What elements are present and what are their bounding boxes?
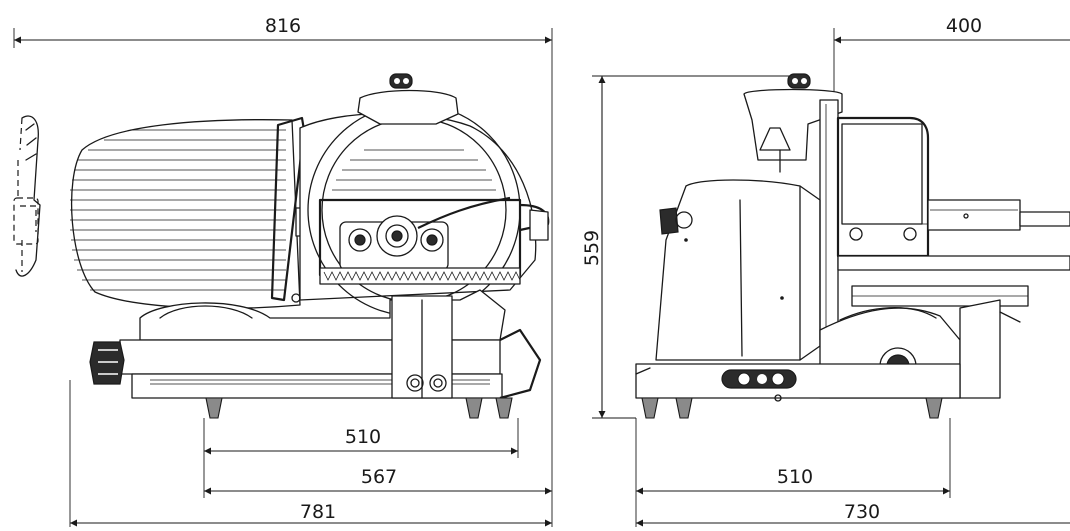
- dimension-label-730: 730: [844, 501, 880, 523]
- dimension-label-510-front: 510: [345, 426, 381, 448]
- side-view-slicer: [635, 73, 1070, 419]
- side-dimensions: 400 559 510 730: [581, 15, 1070, 527]
- dimension-559: 559: [581, 75, 804, 419]
- dimension-label-781: 781: [300, 501, 336, 523]
- dimension-label-510-side: 510: [777, 466, 813, 488]
- dimension-510-side: 510: [635, 418, 951, 527]
- center-knob: [339, 196, 511, 271]
- dimension-567: 567: [204, 466, 552, 495]
- base-body: [89, 289, 542, 400]
- dimension-510-front: 510: [203, 418, 519, 498]
- front-dimensions: 816 510 567 781: [13, 15, 553, 527]
- dimension-label-559: 559: [581, 230, 603, 266]
- serrated-tray: [319, 267, 521, 285]
- dimension-816: 816: [13, 15, 553, 527]
- front-view-slicer: [13, 73, 550, 419]
- dimension-label-816: 816: [265, 15, 301, 37]
- dashed-side-profile: [13, 115, 41, 277]
- dimension-label-567: 567: [361, 466, 397, 488]
- feet-front: [205, 397, 513, 419]
- centre-post: [391, 295, 453, 399]
- dimension-400: 400: [833, 15, 1070, 92]
- guard-ribs: [332, 149, 496, 191]
- dimension-781: 781: [69, 380, 552, 527]
- carriage-cover: [70, 116, 307, 309]
- dimension-label-400: 400: [946, 15, 982, 37]
- dimension-730: 730: [636, 501, 1070, 527]
